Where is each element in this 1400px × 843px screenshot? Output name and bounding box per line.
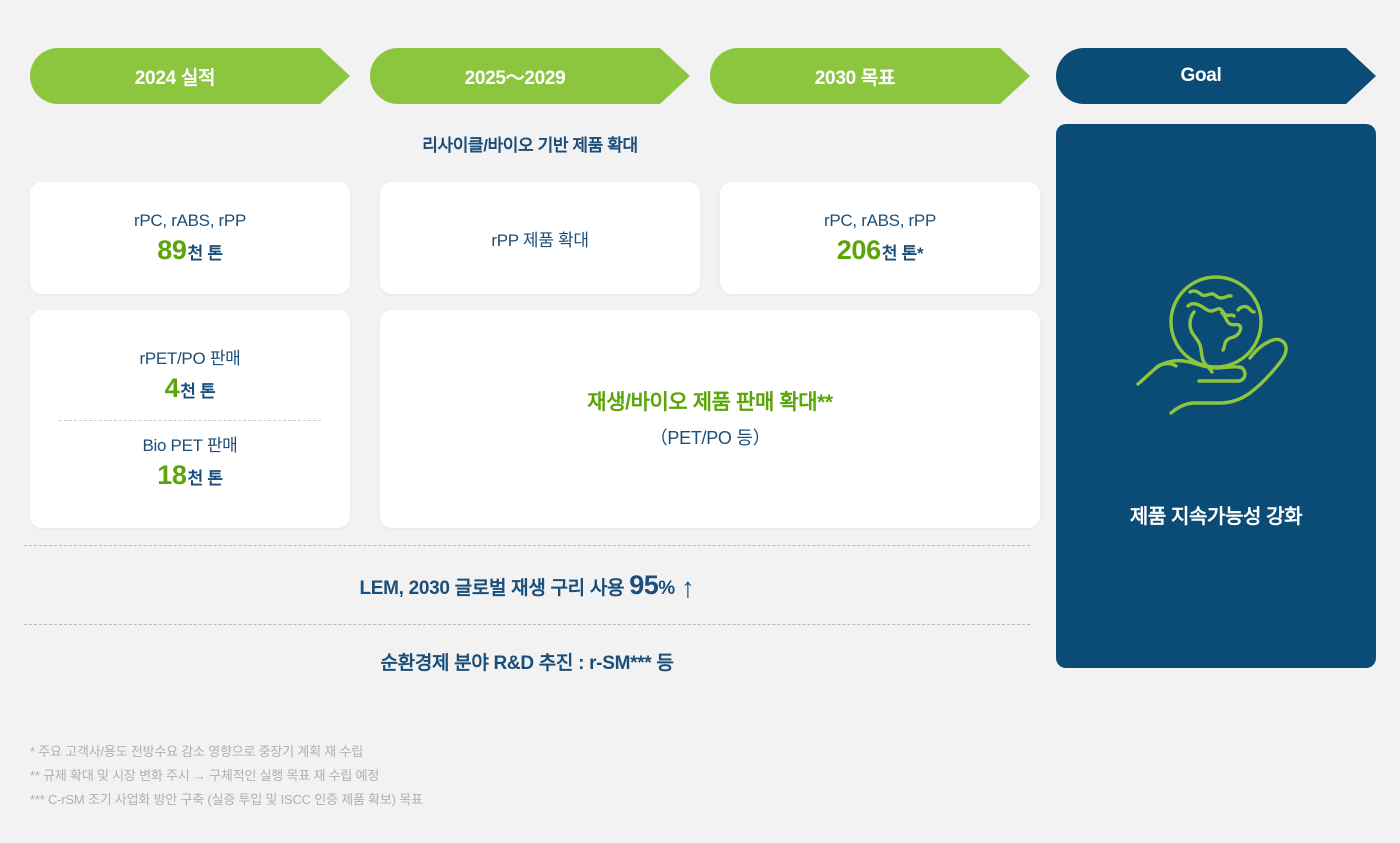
footnotes: * 주요 고객사/용도 전방수요 감소 영향으로 중장기 계획 재 수립 ** … [30, 740, 830, 812]
metric-unit: 천 톤 [187, 244, 223, 264]
arrow-up-icon: ↑ [680, 572, 695, 603]
metric-value: 18천 톤 [157, 459, 223, 491]
banner-lead-text: LEM, 2030 글로벌 재생 구리 사용 [359, 578, 630, 599]
card-2030-rpc-rabs-rpp: rPC, rABS, rPP 206천 톤* [720, 182, 1040, 294]
metric-number: 4 [164, 372, 180, 403]
banner-lem-copper: LEM, 2030 글로벌 재생 구리 사용 95%↑ [24, 570, 1030, 604]
timeline-header-2024: 2024 실적 [30, 48, 350, 104]
metric-value: 4천 톤 [164, 372, 216, 404]
metric-unit: 천 톤 [180, 381, 216, 401]
timeline-header-2030: 2030 목표 [710, 48, 1030, 104]
card-recycled-bio-sales-expansion: 재생/바이오 제품 판매 확대** （PET/PO 등） [380, 310, 1040, 528]
timeline-header-goal: Goal [1056, 48, 1376, 104]
footnote-item: ** 규제 확대 및 시장 변화 주시 → 구체적인 실행 목표 재 수립 예정 [30, 768, 380, 783]
card-2024-rpet-biopet-sales: rPET/PO 판매 4천 톤 Bio PET 판매 18천 톤 [30, 310, 350, 528]
banner-text: 순환경제 분야 R&D 추진 : r-SM*** 등 [380, 653, 674, 674]
timeline-header-label: Goal [1180, 65, 1222, 86]
metric-label: rPC, rABS, rPP [134, 211, 246, 231]
card-divider [59, 419, 321, 421]
metric-number: 206 [836, 235, 881, 266]
timeline-header-label: 2024 실적 [134, 67, 216, 89]
banner-divider-top [24, 545, 1030, 546]
metric-unit: 천 톤 [187, 468, 223, 488]
metric-label: Bio PET 판매 [142, 435, 238, 455]
timeline-header-2025-2029: 2025～2029 [370, 48, 690, 104]
card-2024-rpc-rabs-rpp: rPC, rABS, rPP 89천 톤 [30, 182, 350, 294]
metric-value: 206천 톤* [836, 235, 924, 266]
metric-label: rPC, rABS, rPP [824, 211, 936, 231]
card-2025-2029-rpp-expansion: rPP 제품 확대 [380, 182, 700, 294]
timeline-header-label: 2025～2029 [464, 67, 566, 89]
card-subtitle: （PET/PO 등） [649, 428, 771, 449]
banner-circular-economy-rnd: 순환경제 분야 R&D 추진 : r-SM*** 등 [24, 648, 1030, 675]
goal-panel: 제품 지속가능성 강화 [1056, 124, 1376, 668]
footnote-item: * 주요 고객사/용도 전방수요 감소 영향으로 중장기 계획 재 수립 [30, 744, 363, 759]
card-text: rPP 제품 확대 [491, 230, 589, 250]
goal-caption: 제품 지속가능성 강화 [1129, 506, 1303, 528]
metric-unit: 천 톤* [881, 244, 924, 264]
banner-divider-middle [24, 624, 1030, 625]
metric-number: 18 [157, 459, 187, 490]
metric-value: 89천 톤 [157, 235, 223, 266]
metric-number: 89 [157, 235, 187, 266]
globe-in-hand-icon [1132, 266, 1300, 434]
banner-percent-sign: % [658, 578, 675, 599]
section-caption: 리사이클/바이오 기반 제품 확대 [422, 136, 638, 155]
timeline-header-label: 2030 목표 [814, 67, 896, 89]
metric-block: rPC, rABS, rPP 206천 톤* [824, 210, 936, 266]
metric-block: rPC, rABS, rPP 89천 톤 [134, 210, 246, 266]
card-headline: 재생/바이오 제품 판매 확대** [587, 390, 833, 414]
footnote-item: *** C-rSM 조기 사업화 방안 구축 (실증 투입 및 ISCC 인증 … [30, 792, 423, 807]
metric-block-biopet: Bio PET 판매 18천 톤 [142, 435, 237, 491]
banner-big-number: 95 [629, 570, 659, 600]
metric-label: rPET/PO 판매 [139, 348, 241, 368]
metric-block-rpet: rPET/PO 판매 4천 톤 [139, 348, 240, 404]
